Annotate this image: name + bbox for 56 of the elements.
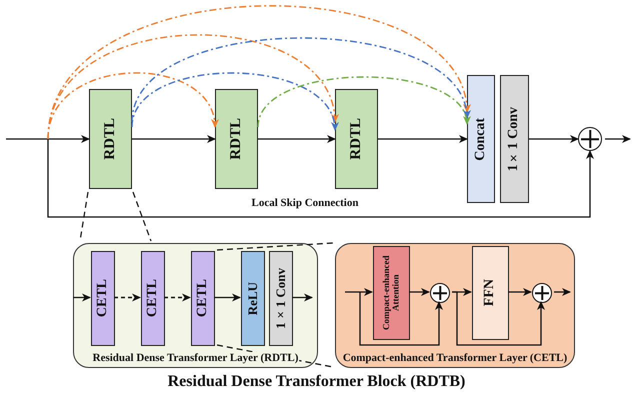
block-label: CETL <box>96 279 110 318</box>
edge-label: Local Skip Connection <box>250 197 360 209</box>
arrow <box>359 292 443 346</box>
layer-block <box>215 89 258 189</box>
arrow <box>131 37 469 122</box>
block-label: RDTL <box>102 118 118 160</box>
summation-circle <box>578 127 602 151</box>
block-label: FFN <box>483 279 498 307</box>
block-label: Concat <box>474 118 488 160</box>
layer-block <box>89 89 132 189</box>
block-label: 1×1 Conv <box>274 268 288 329</box>
arrow <box>6 135 90 143</box>
summation-circle <box>532 283 552 303</box>
block-label: CETL <box>196 279 210 318</box>
arrow <box>292 294 313 302</box>
arrow <box>47 72 218 140</box>
panel-title: Compact-enhanced Transformer Layer (CETL) <box>342 352 568 364</box>
arrow <box>214 294 241 302</box>
layer-block <box>241 251 265 346</box>
arrow <box>164 294 191 302</box>
arrow <box>508 288 532 296</box>
panel-title: Residual Dense Transformer Layer (RDTL) <box>92 352 300 364</box>
block-label: CETL <box>146 279 160 318</box>
arrow <box>73 294 91 302</box>
layer-block <box>472 246 509 340</box>
layer-block <box>191 251 215 346</box>
arrow <box>378 135 468 143</box>
arrow <box>345 288 373 296</box>
block-label: 1×1 Conv <box>507 106 522 172</box>
summation-circle <box>430 283 450 303</box>
module-panel <box>73 243 318 368</box>
arrow <box>409 288 430 296</box>
layer-block <box>91 251 115 346</box>
arrow <box>554 288 571 296</box>
arrow <box>131 72 338 131</box>
block-label: Compact-enhanced Attention <box>382 254 401 332</box>
block-label: RDTL <box>348 118 364 160</box>
diagram-title: Residual Dense Transformer Block (RDTB) <box>166 373 466 391</box>
arrow <box>258 135 336 143</box>
arrow <box>529 135 579 143</box>
arrow <box>114 294 141 302</box>
layer-block <box>141 251 165 346</box>
module-panel <box>335 243 575 368</box>
arrow <box>132 135 216 143</box>
arrow <box>47 139 594 218</box>
arrow <box>452 291 545 346</box>
arrow <box>605 135 631 143</box>
block-label: ReLU <box>246 282 260 316</box>
block-label: RDTL <box>228 118 244 160</box>
layer-block <box>373 246 410 340</box>
layer-block <box>467 75 495 203</box>
layer-block <box>269 251 293 346</box>
arrow <box>47 5 469 140</box>
arrow <box>257 76 469 128</box>
layer-block <box>500 75 529 203</box>
layer-block <box>335 89 378 189</box>
